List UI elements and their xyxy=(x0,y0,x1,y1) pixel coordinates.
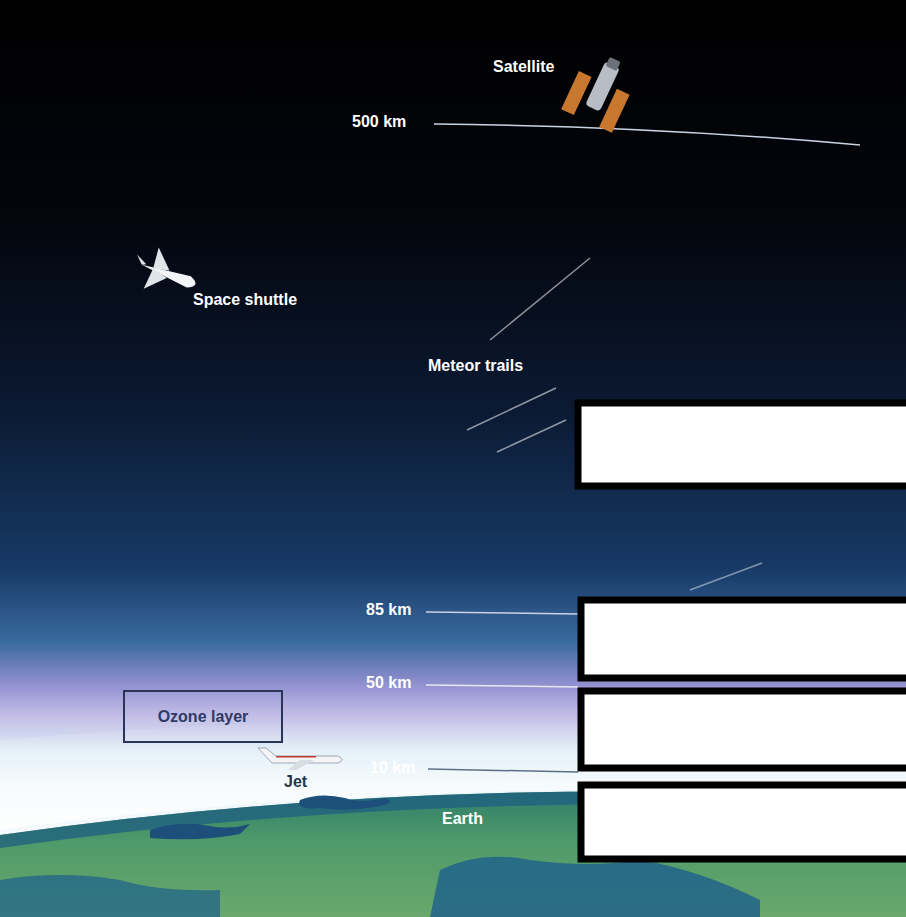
jet-stripe xyxy=(276,756,316,758)
altitude-line xyxy=(426,612,578,614)
meteor-trail xyxy=(490,258,590,340)
shuttle-tail xyxy=(134,254,148,266)
sea-area xyxy=(430,857,760,917)
sea-area xyxy=(0,875,220,917)
layer-name: Ozone layer xyxy=(158,707,249,727)
object-label: Jet xyxy=(284,772,307,792)
shuttle-wing xyxy=(144,268,168,295)
blank-box xyxy=(581,785,906,859)
object-label: Meteor trails xyxy=(428,356,523,376)
altitude-label: 500 km xyxy=(352,112,406,132)
jet-wing xyxy=(288,760,314,770)
blank-box xyxy=(581,691,906,768)
object-label: Satellite xyxy=(493,57,554,77)
object-label: Space shuttle xyxy=(193,290,297,310)
blank-box xyxy=(581,600,906,678)
satellite-icon xyxy=(561,48,640,133)
meteor-trail xyxy=(690,563,762,590)
land-shadow xyxy=(150,824,250,840)
altitude-label: 50 km xyxy=(366,673,411,693)
altitude-label: 10 km xyxy=(370,758,415,778)
meteor-trail xyxy=(497,420,566,452)
land-shadow xyxy=(299,795,390,809)
meteor-trail xyxy=(467,388,556,430)
altitude-line xyxy=(426,685,578,687)
altitude-line xyxy=(428,769,578,772)
object-label: Earth xyxy=(442,809,483,829)
altitude-line xyxy=(434,124,860,145)
solar-panel xyxy=(561,71,591,115)
blank-box xyxy=(578,403,906,486)
space-shuttle-icon xyxy=(127,241,203,305)
satellite-body xyxy=(606,57,621,71)
altitude-label: 85 km xyxy=(366,600,411,620)
jet-icon xyxy=(258,748,342,770)
layer-box: Ozone layer xyxy=(123,690,283,743)
